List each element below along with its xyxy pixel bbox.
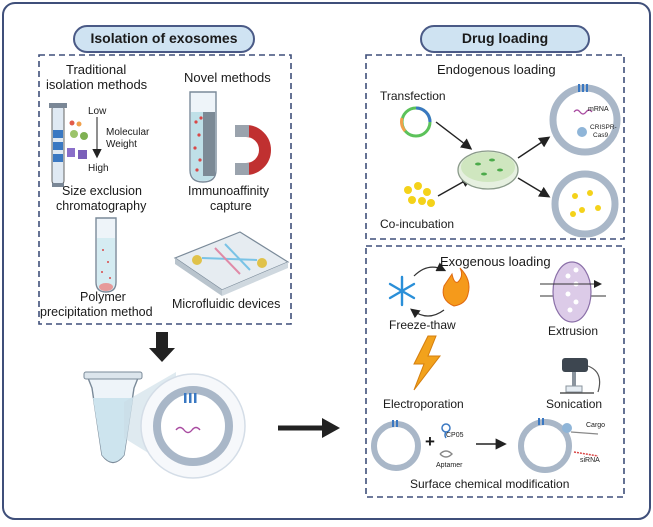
- crispr-label-2: Cas9: [593, 132, 609, 139]
- electroporation-label: Electroporation: [383, 397, 464, 411]
- sec-column-icon: [49, 103, 67, 187]
- transfection-arrow: [435, 121, 473, 150]
- immuno-label-1: Immunoaffinity: [188, 184, 270, 198]
- novel-methods-title: Novel methods: [184, 70, 271, 85]
- mw-label-1: Molecular: [106, 127, 150, 138]
- drug-loading-header: Drug loading: [420, 25, 590, 53]
- exogenous-panel: [365, 245, 625, 498]
- exosome-modified-icon: [518, 418, 599, 473]
- cycle-arrow-bottom: [410, 308, 445, 319]
- extrusion-membrane-icon: [540, 261, 606, 323]
- mw-high-label: High: [88, 163, 109, 174]
- exosome-surface-icon: [371, 420, 421, 471]
- lightning-bolt-icon: [413, 335, 442, 391]
- traditional-title-2: isolation methods: [46, 77, 148, 92]
- endo-arrow-up: [517, 136, 551, 159]
- sonicator-icon: [560, 358, 601, 394]
- mrna-label: mRNA: [588, 106, 609, 113]
- extrusion-label: Extrusion: [548, 324, 599, 338]
- endogenous-title: Endogenous loading: [437, 62, 556, 77]
- crispr-label-1: CRISPR-: [590, 124, 617, 131]
- beads-icon: [404, 182, 435, 207]
- mw-low-label: Low: [88, 106, 107, 117]
- plus-sign: +: [425, 432, 435, 451]
- exosome-beads-icon: [551, 170, 619, 238]
- endo-arrow-down: [517, 177, 551, 198]
- cargo-label: Cargo: [586, 422, 606, 429]
- isolation-header: Isolation of exosomes: [73, 25, 255, 53]
- microfluidic-label: Microfluidic devices: [172, 297, 281, 311]
- flame-icon: [442, 267, 470, 307]
- microfluidic-chip-icon: [173, 231, 290, 296]
- sonication-label: Sonication: [546, 397, 603, 411]
- isolation-panel: [38, 54, 292, 325]
- polymer-tube-icon: [95, 217, 117, 293]
- sirna-label: siRNA: [580, 457, 600, 464]
- polymer-label-1: Polymer: [80, 290, 126, 304]
- immuno-label-2: capture: [210, 199, 252, 213]
- eppendorf-tube-icon: [83, 371, 143, 464]
- surface-modification-label: Surface chemical modification: [410, 477, 570, 491]
- exogenous-title: Exogenous loading: [440, 254, 551, 269]
- sec-label-1: Size exclusion: [62, 184, 142, 198]
- magnet-icon: [235, 125, 271, 175]
- transfection-label: Transfection: [380, 89, 446, 103]
- plasmid-icon: [400, 106, 432, 138]
- snowflake-icon: [388, 275, 416, 307]
- immunoaffinity-tube-icon: [189, 91, 217, 183]
- coincubation-label: Co-incubation: [380, 217, 455, 231]
- outer-frame: [2, 2, 651, 520]
- petri-dish-icon: [457, 150, 519, 190]
- polymer-label-2: precipitation method: [40, 305, 153, 319]
- cycle-arrow-top: [413, 262, 447, 277]
- molecule-size-icons: [67, 120, 88, 159]
- cp05-label: CP05: [446, 432, 464, 439]
- mw-label-2: Weight: [106, 139, 137, 150]
- exosome-zoom-icon: [140, 373, 246, 479]
- aptamer-icon: [439, 450, 453, 458]
- sec-label-2: chromatography: [56, 199, 147, 213]
- cp05-icon: [441, 423, 451, 439]
- traditional-title-1: Traditional: [66, 62, 127, 77]
- aptamer-label: Aptamer: [436, 462, 463, 469]
- freeze-thaw-label: Freeze-thaw: [389, 318, 456, 332]
- exosome-engineered-icon: [549, 84, 621, 156]
- endogenous-panel: [365, 54, 625, 240]
- down-arrow: [149, 332, 175, 362]
- to-loading-arrowhead: [322, 418, 340, 438]
